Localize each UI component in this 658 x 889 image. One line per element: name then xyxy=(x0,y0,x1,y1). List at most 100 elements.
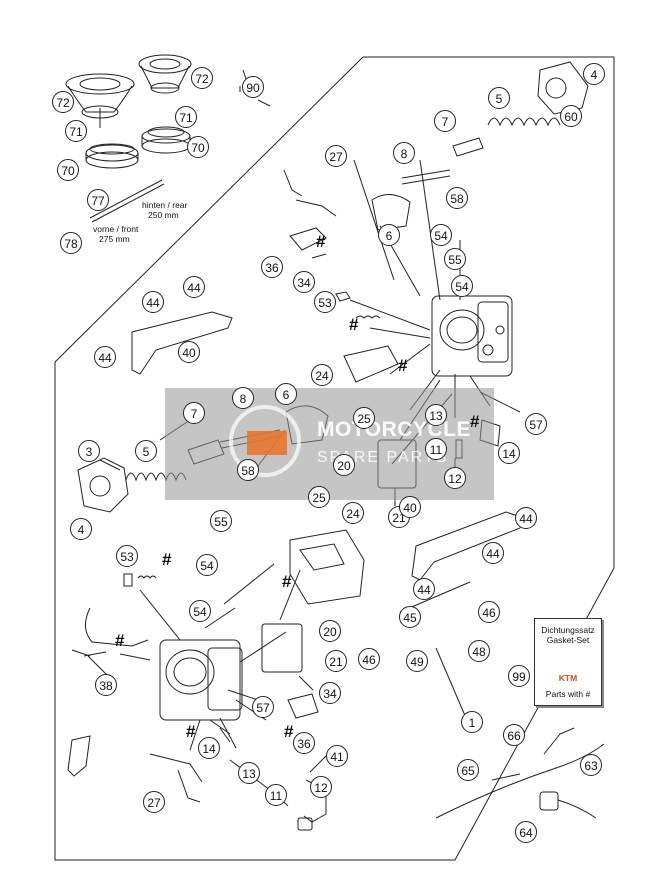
callout-54: 54 xyxy=(451,275,473,297)
callout-25: 25 xyxy=(308,486,330,508)
callout-20: 20 xyxy=(333,454,355,476)
gasket-marker: # xyxy=(115,631,125,650)
callout-72: 72 xyxy=(52,91,74,113)
callout-24: 24 xyxy=(311,364,333,386)
gasket-kit-box: Dichtungssatz Gasket-Set KTM Parts with … xyxy=(534,618,602,706)
callout-5: 5 xyxy=(135,440,157,462)
callout-8: 8 xyxy=(232,387,254,409)
callout-20: 20 xyxy=(319,620,341,642)
bracket-lower xyxy=(411,511,525,581)
watermark-brand: MOTORCYCLE xyxy=(317,418,471,441)
callout-6: 6 xyxy=(275,383,297,405)
hose-front-length: 275 mm xyxy=(99,234,130,244)
gasket-kit-brand: KTM xyxy=(558,673,578,683)
callout-45: 45 xyxy=(399,606,421,628)
callout-63: 63 xyxy=(580,754,602,776)
callout-7: 7 xyxy=(183,402,205,424)
callout-65: 65 xyxy=(457,759,479,781)
callout-36: 36 xyxy=(261,256,283,278)
callout-53: 53 xyxy=(314,291,336,313)
gasket-marker: # xyxy=(284,722,294,741)
callout-71: 71 xyxy=(65,120,87,142)
callout-70: 70 xyxy=(187,136,209,158)
callout-5: 5 xyxy=(488,87,510,109)
gasket-kit-line1: Dichtungssatz xyxy=(541,625,595,635)
assembly-frame xyxy=(54,56,615,861)
callout-53: 53 xyxy=(116,545,138,567)
throttle-body-lower xyxy=(67,529,365,831)
gasket-marker: # xyxy=(398,356,408,375)
watermark-logo xyxy=(229,405,301,477)
hose-front-label: vorne / front xyxy=(93,224,139,234)
callout-38: 38 xyxy=(95,674,117,696)
callout-25: 25 xyxy=(353,407,375,429)
callout-13: 13 xyxy=(425,404,447,426)
callout-3: 3 xyxy=(78,440,100,462)
callout-44: 44 xyxy=(183,276,205,298)
callout-54: 54 xyxy=(189,600,211,622)
callout-77: 77 xyxy=(87,189,109,211)
callout-90: 90 xyxy=(242,76,264,98)
callout-64: 64 xyxy=(515,821,537,843)
gasket-marker: # xyxy=(349,315,359,334)
gasket-marker: # xyxy=(316,232,326,251)
hose-rear-label: hinten / rear xyxy=(142,200,188,210)
callout-72: 72 xyxy=(191,67,213,89)
callout-66: 66 xyxy=(503,724,525,746)
callout-24: 24 xyxy=(342,502,364,524)
callout-55: 55 xyxy=(444,248,466,270)
callout-40: 40 xyxy=(178,341,200,363)
callout-44: 44 xyxy=(94,346,116,368)
callout-70: 70 xyxy=(57,159,79,181)
callout-40: 40 xyxy=(399,496,421,518)
gasket-kit-line3: Parts with # xyxy=(545,689,591,699)
callout-44: 44 xyxy=(515,507,537,529)
callout-99: 99 xyxy=(508,665,530,687)
callout-1: 1 xyxy=(461,711,483,733)
callout-34: 34 xyxy=(319,682,341,704)
callout-49: 49 xyxy=(406,650,428,672)
callout-27: 27 xyxy=(143,791,165,813)
callout-11: 11 xyxy=(425,438,447,460)
callout-11: 11 xyxy=(265,784,287,806)
gasket-kit-line2: Gasket-Set xyxy=(546,635,590,645)
callout-7: 7 xyxy=(434,110,456,132)
callout-21: 21 xyxy=(325,650,347,672)
gasket-marker: # xyxy=(470,412,480,431)
callout-4: 4 xyxy=(583,63,605,85)
callout-6: 6 xyxy=(378,224,400,246)
callout-54: 54 xyxy=(196,554,218,576)
bracket-upper xyxy=(131,311,233,375)
callout-55: 55 xyxy=(210,510,232,532)
gasket-marker: # xyxy=(282,572,292,591)
callout-44: 44 xyxy=(482,542,504,564)
callout-34: 34 xyxy=(293,271,315,293)
callout-48: 48 xyxy=(468,640,490,662)
callout-46: 46 xyxy=(358,648,380,670)
callout-57: 57 xyxy=(525,413,547,435)
callout-14: 14 xyxy=(198,737,220,759)
callout-58: 58 xyxy=(446,187,468,209)
callout-54: 54 xyxy=(430,224,452,246)
callout-12: 12 xyxy=(444,467,466,489)
callout-58: 58 xyxy=(237,459,259,481)
callout-12: 12 xyxy=(310,776,332,798)
callout-57: 57 xyxy=(252,696,274,718)
wiring-harness xyxy=(435,727,605,819)
callout-71: 71 xyxy=(175,106,197,128)
callout-78: 78 xyxy=(60,232,82,254)
callout-44: 44 xyxy=(413,578,435,600)
callout-13: 13 xyxy=(238,762,260,784)
callout-36: 36 xyxy=(293,732,315,754)
hose-rear-length: 250 mm xyxy=(148,210,179,220)
callout-46: 46 xyxy=(478,601,500,623)
callout-8: 8 xyxy=(393,142,415,164)
callout-41: 41 xyxy=(326,745,348,767)
gasket-marker: # xyxy=(162,550,172,569)
callout-44: 44 xyxy=(142,291,164,313)
callout-27: 27 xyxy=(325,145,347,167)
callout-14: 14 xyxy=(498,442,520,464)
callout-60: 60 xyxy=(560,105,582,127)
callout-4: 4 xyxy=(70,518,92,540)
